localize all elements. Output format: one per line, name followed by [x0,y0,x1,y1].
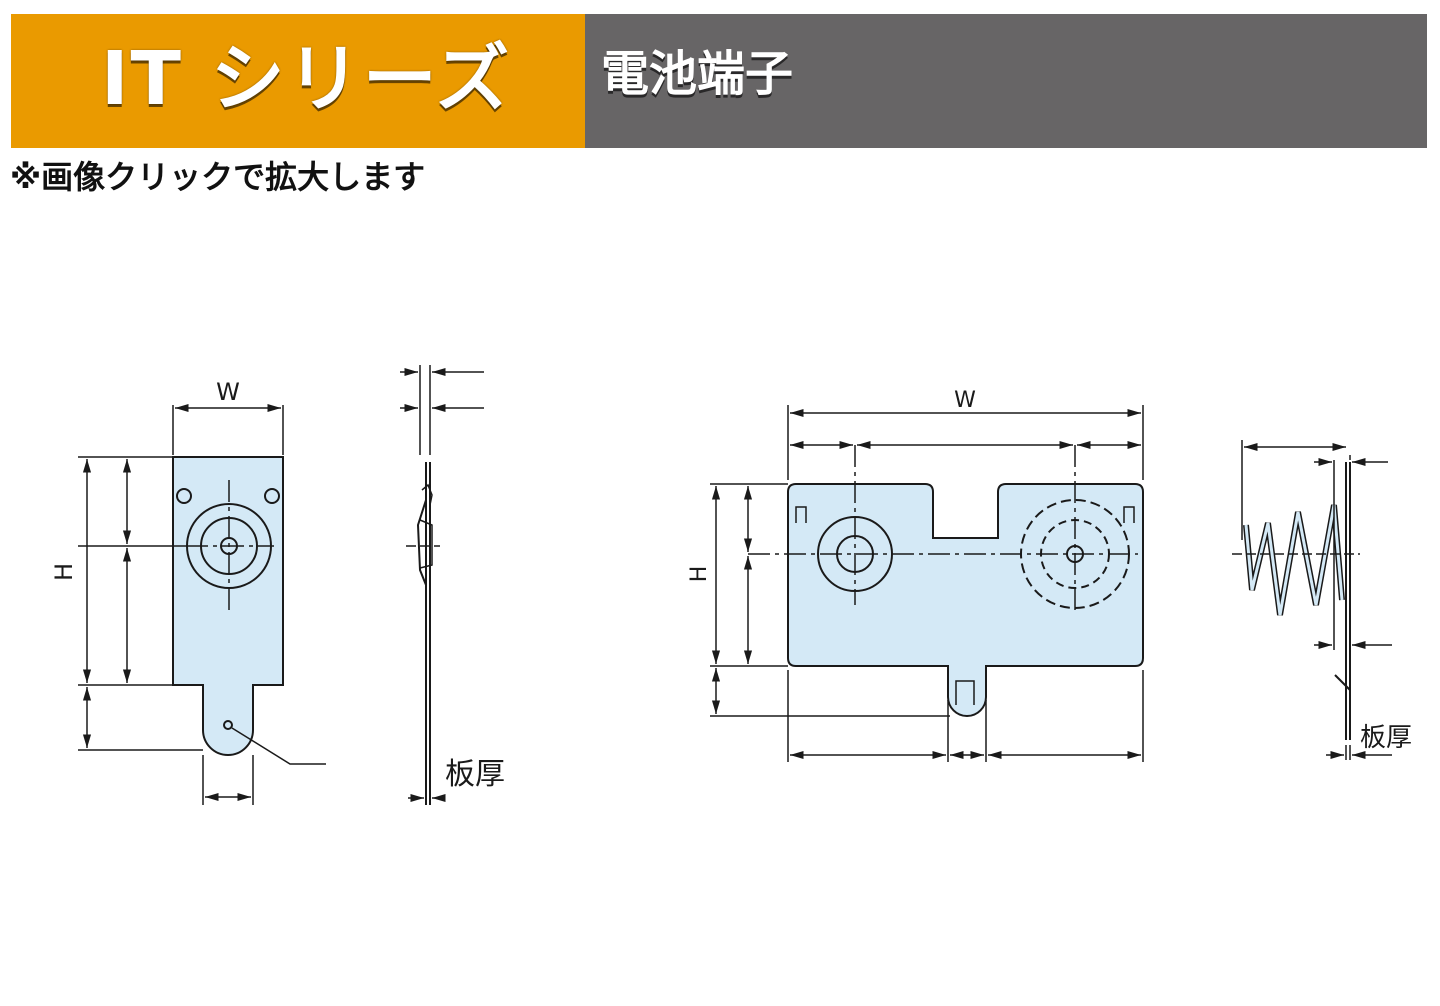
left-front-view [78,403,326,805]
left-tab-hole [223,720,233,730]
right-plate [787,483,1144,717]
series-banner: IT シリーズ [11,14,585,148]
spring-plate [1345,462,1351,740]
left-plate [172,456,284,756]
right-side-view [1232,440,1392,760]
left-thickness-label: 板厚 [445,757,505,792]
right-width-label: W [954,388,976,413]
left-height-label: H [50,563,78,581]
right-front-view [710,405,1144,762]
right-thickness-label: 板厚 [1360,723,1412,753]
left-width-label: W [216,378,240,406]
zoom-note: ※画像クリックで拡大します [10,158,426,196]
left-small-hole [264,488,280,504]
spring-coil [1243,504,1345,616]
category-title: 電池端子 [601,46,794,102]
left-small-hole [176,488,192,504]
left-side-plate [425,462,431,805]
category-banner: 電池端子 [585,14,1427,148]
right-height-label: H [687,566,712,583]
left-side-view [400,365,484,805]
series-title: IT シリーズ [101,36,512,122]
